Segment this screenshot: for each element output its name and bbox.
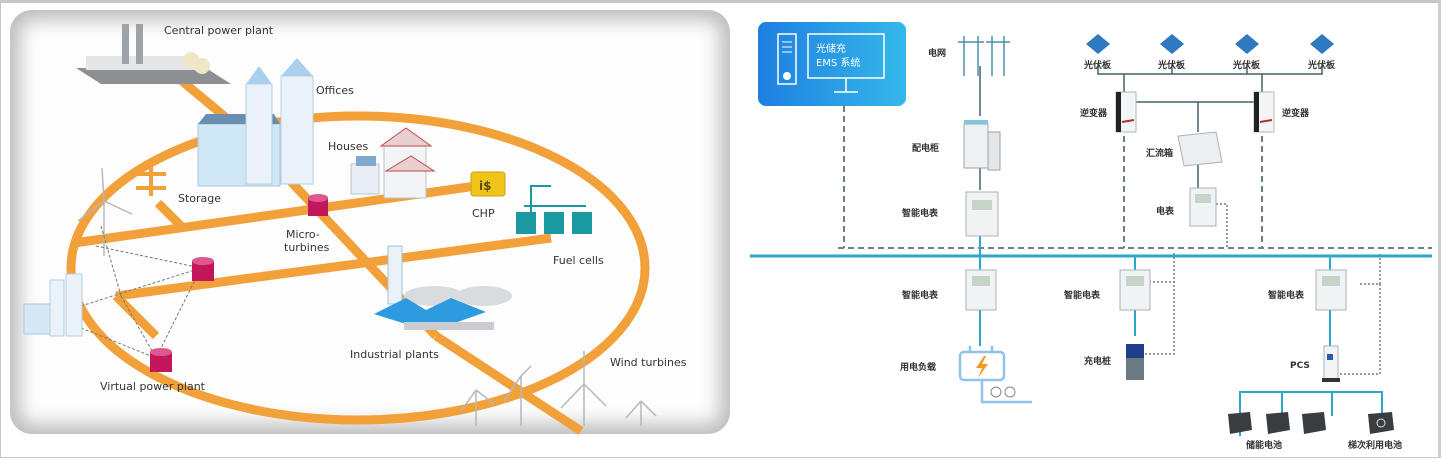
label-combiner-box: 汇流箱 (1146, 147, 1173, 159)
vpp-building-icon (23, 273, 83, 337)
microgrid-illustration: Central power plant Offices Houses Sto (23, 24, 687, 435)
smart-meter-load-icon (965, 269, 997, 311)
right-diagram-panel: 光储充 EMS 系统 (742, 6, 1437, 456)
feeder-lines (979, 234, 1383, 436)
communication-lines (838, 106, 1432, 249)
label-storage-battery: 储能电池 (1246, 439, 1282, 451)
label-virtual-power-plant: Virtual power plant (100, 380, 206, 393)
label-houses: Houses (328, 140, 368, 153)
smart-meter-storage-icon (1315, 269, 1347, 311)
label-pv-panel-1: 光伏板 (1083, 59, 1112, 71)
fuel-cells-icon (516, 185, 592, 234)
label-wind-turbines: Wind turbines (610, 356, 687, 369)
label-micro-turbines-2: turbines (284, 241, 330, 254)
industrial-plants-icon (374, 245, 512, 330)
label-central-power-plant: Central power plant (164, 24, 274, 37)
label-charger: 充电桩 (1084, 355, 1111, 367)
vpp-links (80, 225, 202, 359)
label-inverter-right: 逆变器 (1282, 107, 1310, 119)
inverter-right-icon (1253, 91, 1275, 133)
label-load: 用电负载 (899, 361, 936, 373)
label-pv-panel-3: 光伏板 (1232, 59, 1261, 71)
offices-icon (197, 58, 314, 187)
houses-icon (350, 127, 436, 199)
ems-label-line2: EMS 系统 (816, 56, 860, 69)
meter-icon (1189, 187, 1217, 227)
smart-meter-charger-icon (1119, 269, 1151, 311)
label-inverter-left: 逆变器 (1080, 107, 1108, 119)
grid-ring (66, 111, 650, 425)
wind-turbines-icon (460, 351, 657, 426)
label-pv-panel-2: 光伏板 (1157, 59, 1186, 71)
switchgear-icon (963, 120, 1001, 171)
combiner-box-icon (1177, 131, 1223, 167)
label-smart-meter-storage: 智能电表 (1268, 289, 1305, 301)
grid-lines (73, 72, 584, 435)
label-second-life-battery: 梯次利用电池 (1348, 439, 1402, 451)
pcs-icon (1322, 345, 1340, 382)
central-power-plant-icon (76, 24, 231, 84)
label-chp: CHP (472, 207, 495, 220)
left-diagram-panel: Central power plant Offices Houses Sto (6, 6, 738, 442)
second-life-battery-icon (1368, 412, 1394, 434)
ems-topology-diagram: 光储充 EMS 系统 (750, 22, 1432, 451)
label-fuel-cells: Fuel cells (553, 254, 604, 267)
label-grid: 电网 (928, 47, 946, 59)
label-offices: Offices (316, 84, 354, 97)
dc-lines (979, 64, 1323, 190)
label-storage: Storage (178, 192, 221, 205)
label-meter: 电表 (1156, 205, 1175, 217)
svg-text:i$: i$ (479, 179, 491, 193)
rs485-lines (1145, 203, 1381, 375)
grid-tower-icon (958, 36, 1010, 76)
microturbine-icon (308, 194, 328, 216)
storage-icon (136, 152, 172, 196)
label-switchgear: 配电柜 (912, 142, 939, 154)
label-industrial-plants: Industrial plants (350, 348, 439, 361)
vpp-unit-icon (150, 257, 214, 372)
label-micro-turbines-1: Micro- (286, 228, 320, 241)
label-smart-meter-load: 智能电表 (902, 289, 939, 301)
chp-icon: i$ (470, 171, 506, 197)
inverter-left-icon (1115, 91, 1137, 133)
ems-label-line1: 光储充 (816, 42, 846, 55)
label-smart-meter-charger: 智能电表 (1064, 289, 1101, 301)
label-pv-panel-4: 光伏板 (1307, 59, 1336, 71)
ev-charger-icon (1126, 344, 1144, 380)
electric-load-icon (958, 346, 1032, 404)
label-smart-meter-top: 智能电表 (902, 207, 939, 219)
wind-turbine-left-icon (77, 167, 133, 256)
smart-meter-top-icon (965, 191, 999, 237)
pv-panels-icon (1086, 34, 1334, 54)
ems-system-box (758, 22, 906, 106)
label-pcs: PCS (1290, 361, 1310, 371)
storage-batteries-icon (1228, 412, 1326, 434)
